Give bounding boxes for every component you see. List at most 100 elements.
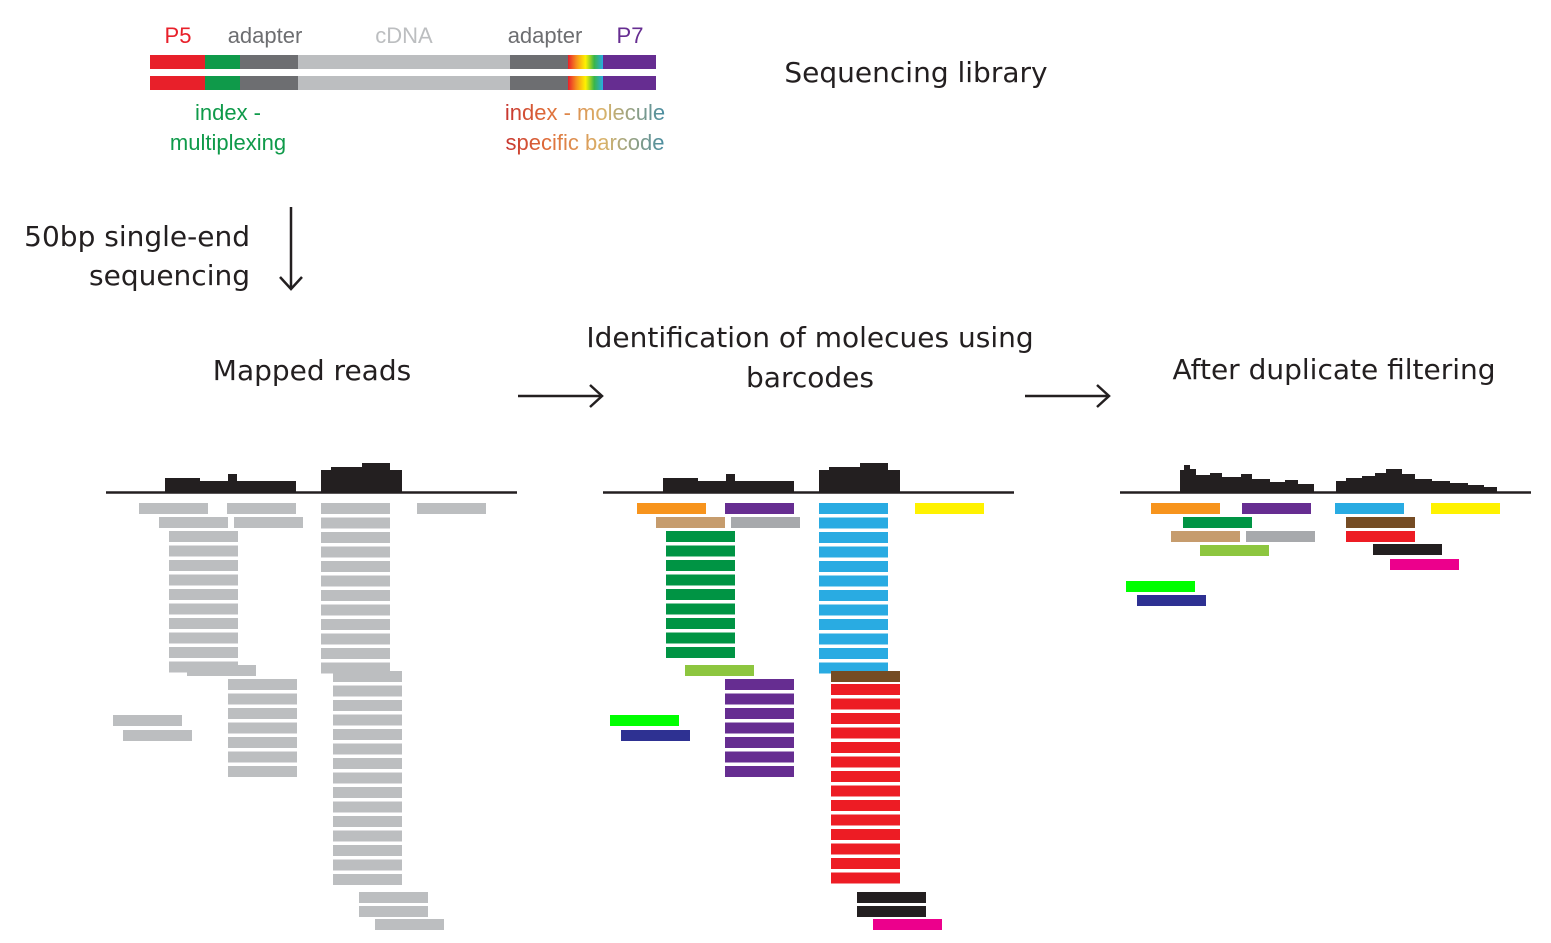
read-bar [831, 785, 900, 797]
read-bar [321, 590, 390, 601]
adapter-segment [240, 55, 298, 69]
library-construct: P5 adapter cDNA adapter P7 index - multi… [150, 23, 1048, 155]
read-bar [169, 589, 238, 600]
read-bar [333, 830, 402, 842]
read-bar [819, 604, 888, 616]
after-filtering-title: After duplicate filtering [1172, 353, 1495, 386]
read-bar [1373, 544, 1442, 555]
read-bar [831, 698, 900, 710]
read-bar [1346, 517, 1415, 528]
read-bar [228, 737, 297, 748]
read-bar [417, 503, 486, 514]
read-bar [333, 714, 402, 726]
read-bar [819, 648, 888, 659]
read-bar [725, 722, 794, 734]
read-bar [333, 845, 402, 856]
read-bar [819, 546, 888, 558]
read-bar [228, 693, 297, 705]
read-bar [169, 647, 238, 658]
read-bar [169, 603, 238, 615]
read-bar [321, 561, 390, 572]
read-bar [333, 787, 402, 798]
read-bar [637, 503, 706, 514]
sequencing-step: 50bp single-end sequencing [24, 207, 303, 292]
mapped-reads-title: Mapped reads [213, 354, 411, 387]
library-strand-top [150, 55, 656, 69]
read-bar [169, 545, 238, 557]
adapter-segment [240, 76, 298, 90]
read-bar [169, 531, 238, 542]
p7-label: P7 [617, 23, 644, 48]
read-bar [725, 766, 794, 777]
read-bar [187, 665, 256, 676]
read-bar [1126, 581, 1195, 592]
read-bar [227, 503, 296, 514]
read-bar [123, 730, 192, 741]
read-bar [113, 715, 182, 726]
index-molecule-line-1: index - molecule [505, 100, 665, 125]
read-bar [321, 575, 390, 587]
read-bar [610, 715, 679, 726]
read-bar [819, 662, 888, 674]
read-bar [831, 800, 900, 811]
read-bar [321, 503, 390, 514]
read-bar [725, 693, 794, 705]
read-bar [333, 700, 402, 711]
read-bar [1390, 559, 1459, 570]
adapter-left-label: adapter [228, 23, 303, 48]
read-bar [139, 503, 208, 514]
read-bar [333, 816, 402, 827]
read-bar [831, 671, 900, 682]
index-segment [205, 76, 240, 90]
p5-label: P5 [165, 23, 192, 48]
read-bar [228, 722, 297, 734]
read-bar [1183, 517, 1252, 528]
read-bar [1335, 503, 1404, 514]
read-bar [666, 603, 735, 615]
read-bar [375, 919, 444, 930]
cdna-label: cDNA [375, 23, 433, 48]
read-bar [819, 561, 888, 572]
read-bar [169, 574, 238, 586]
read-bar [1246, 531, 1315, 542]
read-bar [831, 829, 900, 840]
read-bar [1137, 595, 1206, 606]
read-bar [333, 758, 402, 769]
read-bar [333, 772, 402, 784]
identification-title-line-2: barcodes [746, 361, 874, 394]
read-bar [819, 633, 888, 645]
read-bar [234, 517, 303, 528]
read-bar [333, 874, 402, 885]
read-bar [321, 662, 390, 674]
read-bar [915, 503, 984, 514]
read-bar [666, 618, 735, 629]
barcode-segment [568, 76, 603, 90]
p7-segment [603, 76, 656, 90]
adapter-right-label: adapter [508, 23, 583, 48]
adapter-segment [510, 76, 568, 90]
read-bar [321, 633, 390, 645]
read-bar [169, 560, 238, 571]
read-bar [333, 801, 402, 813]
read-bar [831, 742, 900, 753]
read-bar [321, 546, 390, 558]
read-bar [725, 751, 794, 763]
right-arrow-icon [1025, 384, 1111, 408]
p7-segment [603, 55, 656, 69]
read-bar [831, 713, 900, 724]
read-bar [819, 517, 888, 529]
cdna-segment [298, 76, 510, 90]
read-bar [831, 814, 900, 826]
read-bar [333, 859, 402, 871]
read-bar [666, 545, 735, 557]
read-bar [321, 648, 390, 659]
read-bar [666, 531, 735, 542]
index-molecule-line-2: specific barcode [506, 130, 665, 155]
read-bar [725, 737, 794, 748]
read-bar [1346, 531, 1415, 542]
read-bar [228, 679, 297, 690]
sequencing-step-line-2: sequencing [89, 259, 250, 292]
read-bar [621, 730, 690, 741]
read-bar [321, 604, 390, 616]
read-bar [333, 729, 402, 740]
